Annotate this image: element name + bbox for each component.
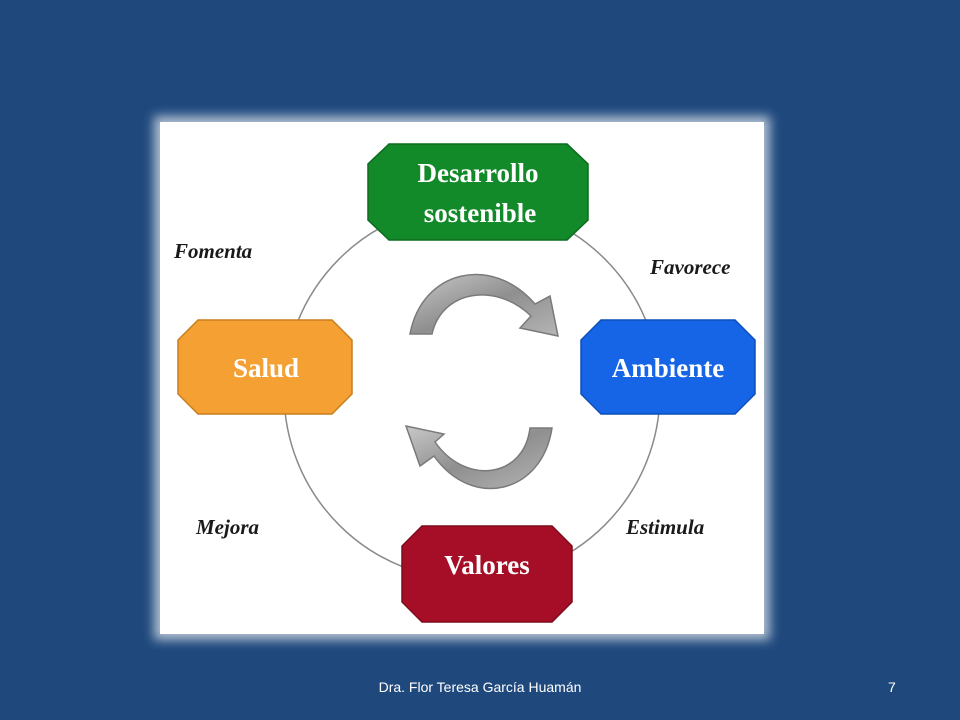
node-valores-label: Valores xyxy=(444,550,530,580)
node-ambiente-label: Ambiente xyxy=(612,353,724,383)
node-ambiente: Ambiente xyxy=(580,319,756,415)
node-desarrollo-line2: sostenible xyxy=(424,198,537,228)
cycle-diagram: Desarrollo sostenible Salud Ambiente Val… xyxy=(173,143,756,623)
footer-author: Dra. Flor Teresa García Huamán xyxy=(378,679,582,695)
node-valores: Valores xyxy=(401,525,573,623)
footer-page-number: 7 xyxy=(888,679,896,695)
edge-label-mejora: Mejora xyxy=(195,515,259,539)
curved-arrow-left-icon xyxy=(404,424,553,490)
edge-label-fomenta: Fomenta xyxy=(173,239,252,263)
curved-arrow-right-icon xyxy=(409,273,559,337)
edge-label-estimula: Estimula xyxy=(625,515,704,539)
node-salud-label: Salud xyxy=(233,353,299,383)
diagram-card: Desarrollo sostenible Salud Ambiente Val… xyxy=(160,122,764,634)
node-desarrollo-line1: Desarrollo xyxy=(418,158,539,188)
node-salud: Salud xyxy=(177,319,353,415)
edge-label-favorece: Favorece xyxy=(649,255,730,279)
node-desarrollo-sostenible: Desarrollo sostenible xyxy=(367,143,589,241)
